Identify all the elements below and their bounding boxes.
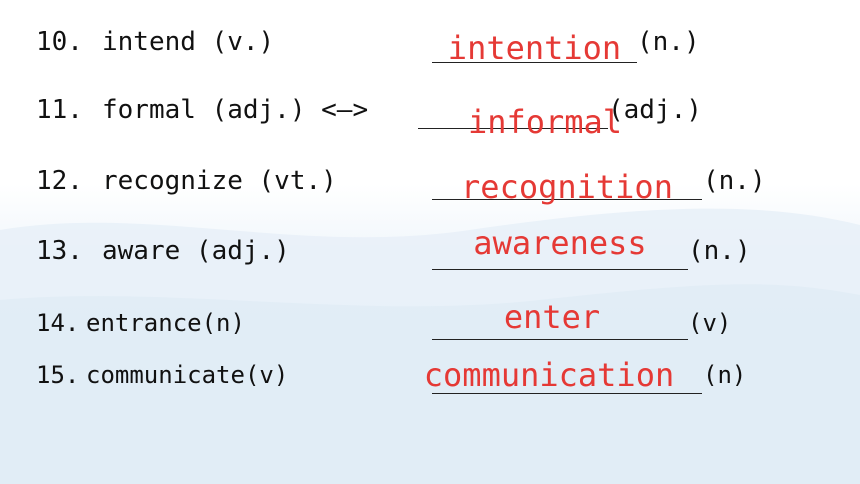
row-suffix: (n.) — [637, 27, 700, 57]
row-suffix: (adj.) — [608, 95, 702, 125]
row-suffix: (v) — [688, 309, 732, 337]
answer-blank-line — [432, 393, 702, 394]
row-word: entrance(n) — [86, 309, 245, 337]
answer-text: intention — [447, 29, 622, 67]
row-number: 14. — [36, 309, 80, 337]
vocab-row-15: 15. communicate(v) communication (n) — [0, 353, 860, 397]
answer-blank-line — [432, 339, 688, 340]
answer-blank-line — [418, 128, 608, 129]
vocab-row-14: 14. entrance(n) enter (v) — [0, 298, 860, 345]
answer-blank-line — [432, 62, 637, 63]
row-word: communicate(v) — [86, 361, 289, 389]
row-word: recognize (vt.) — [102, 166, 337, 196]
row-word: aware (adj.) — [102, 236, 290, 266]
answer-blank-line — [432, 269, 688, 270]
answer-text: informal — [467, 103, 623, 141]
row-suffix: (n.) — [703, 166, 766, 196]
row-number: 10. — [36, 27, 83, 57]
row-suffix: (n.) — [688, 236, 751, 266]
row-number: 13. — [36, 236, 83, 266]
vocab-row-10: 10. intend (v.) intention (n.) — [0, 20, 860, 67]
row-word: intend (v.) — [102, 27, 275, 57]
vocab-row-11: 11. formal (adj.) <—> informal (adj.) — [0, 88, 860, 141]
answer-text: awareness — [473, 224, 647, 262]
vocab-row-13: 13. aware (adj.) awareness (n.) — [0, 224, 860, 273]
row-number: 11. — [36, 95, 83, 125]
row-number: 12. — [36, 166, 83, 196]
answer-blank-line — [432, 199, 702, 200]
row-word: formal (adj.) <—> — [102, 95, 369, 125]
row-number: 15. — [36, 361, 80, 389]
answer-text: recognition — [461, 168, 673, 206]
answer-text: enter — [503, 298, 601, 336]
answer-text: communication — [423, 356, 675, 394]
vocab-row-12: 12. recognize (vt.) recognition (n.) — [0, 159, 860, 206]
row-suffix: (n) — [703, 361, 747, 389]
